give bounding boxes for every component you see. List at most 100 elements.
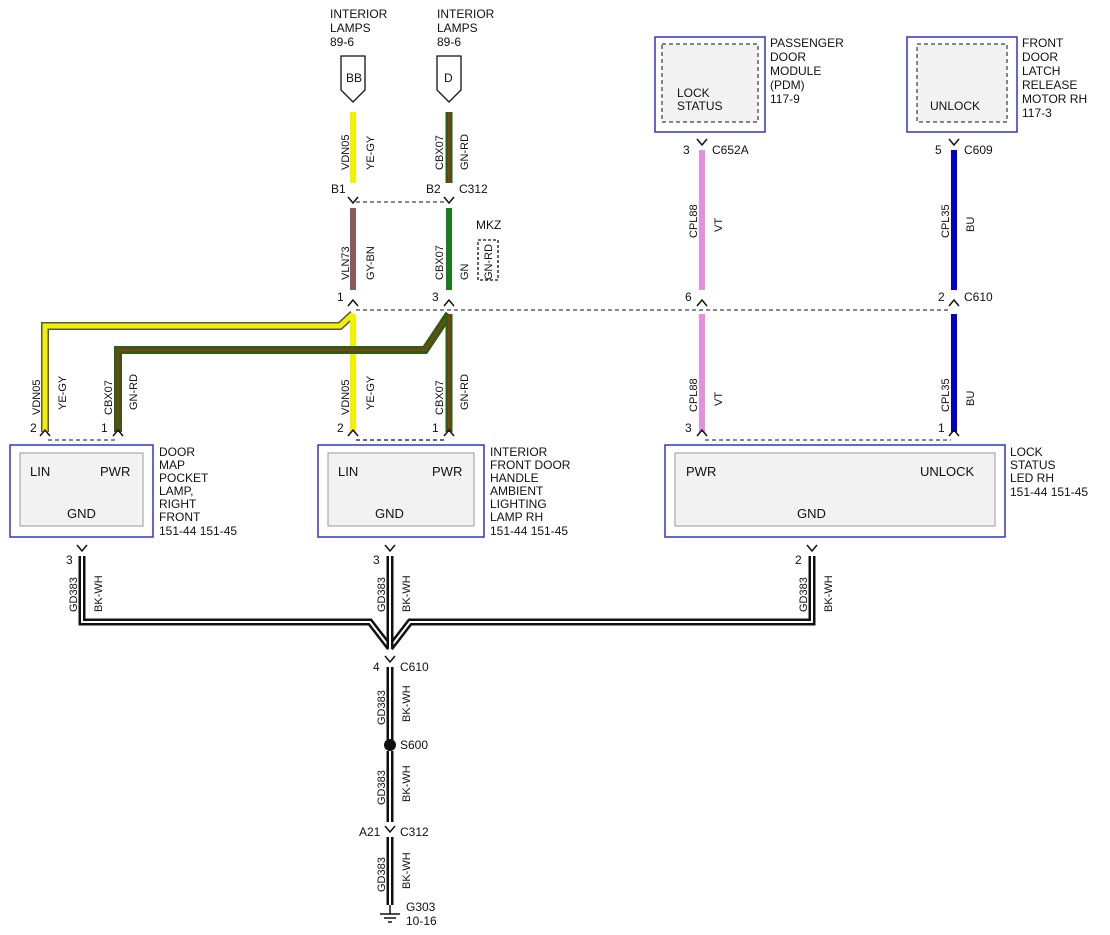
door-map-lin: LIN: [30, 464, 50, 479]
label-vt-top: VT: [713, 218, 725, 232]
door-map-pwr: PWR: [100, 464, 130, 479]
label-bu-top: BU: [965, 217, 977, 232]
c312-b1-fork: [347, 196, 359, 205]
door-map-label-1: DOOR: [159, 445, 195, 459]
wire-cbx07-left-outer: [114, 311, 453, 432]
pdm-label-4: (PDM): [770, 78, 805, 92]
pin-left-gnd: 3: [66, 553, 73, 567]
interior-lamps-right-line1: INTERIOR: [437, 7, 495, 21]
handle-lin: LIN: [338, 464, 358, 479]
pin-ground-4: 4: [373, 660, 380, 674]
latch-label-6: 117-3: [1022, 106, 1052, 120]
label-gd383-center: GD383: [376, 577, 388, 612]
pin-b2: B2: [426, 182, 441, 196]
label-gnrd-mkz: GN-RD: [483, 244, 495, 280]
label-cpl35-bottom: CPL35: [940, 378, 952, 412]
door-map-inner: [19, 452, 144, 527]
latch-label-2: DOOR: [1022, 50, 1058, 64]
pin-c609-5: 5: [935, 143, 942, 157]
label-gnrd-center: GN-RD: [459, 374, 471, 410]
door-map-gnd: GND: [67, 506, 96, 521]
label-bkwh-left: BK-WH: [93, 575, 105, 612]
interior-lamps-right-line2: LAMPS: [437, 21, 478, 35]
connector-c652a: C652A: [712, 143, 749, 157]
pdm-label-3: MODULE: [770, 64, 821, 78]
latch-label-4: RELEASE: [1022, 78, 1077, 92]
pin-center-lin: 2: [337, 421, 344, 435]
c610-fork-6: [696, 298, 708, 307]
label-yegy-top: YE-GY: [365, 135, 377, 170]
connector-bb-shape: [340, 55, 366, 103]
latch-inner-line1: UNLOCK: [930, 99, 980, 113]
fork-center-pwr: [443, 428, 455, 437]
pin-c652a-3: 3: [683, 143, 690, 157]
c312-b2-fork: [443, 196, 455, 205]
fork-led-unlock: [948, 428, 960, 437]
interior-lamps-left-line3: 89-6: [330, 35, 354, 49]
pin-c610-1: 1: [337, 290, 344, 304]
door-map-label-5: RIGHT: [159, 497, 197, 511]
pin-left-pwr: 1: [101, 421, 108, 435]
pdm-label-2: DOOR: [770, 50, 806, 64]
label-ground-ref: 10-16: [406, 914, 437, 928]
door-map-label-6: FRONT: [159, 510, 201, 524]
pdm-label-5: 117-9: [770, 92, 800, 106]
label-vdn05-center: VDN05: [340, 380, 352, 415]
fork-led-pwr: [696, 428, 708, 437]
connector-c609: C609: [964, 143, 993, 157]
pin-center-gnd: 3: [373, 553, 380, 567]
led-label-3: LED RH: [1010, 471, 1054, 485]
fork-center-gnd: [384, 544, 396, 553]
upper-wires: [350, 112, 957, 290]
interior-lamps-right-line3: 89-6: [437, 35, 461, 49]
c610-fork-3: [443, 298, 455, 307]
interior-lamps-connector-bb: INTERIOR LAMPS 89-6 BB: [330, 7, 388, 103]
handle-label-6: LAMP RH: [490, 510, 543, 524]
label-vdn05-left: VDN05: [31, 380, 43, 415]
connector-d-shape: [436, 55, 462, 103]
handle-label-4: AMBIENT: [490, 484, 544, 498]
handle-label-1: INTERIOR: [490, 445, 548, 459]
c652a-fork: [696, 138, 708, 147]
pdm-inner: [661, 43, 759, 123]
ground-symbol-icon: [380, 905, 400, 923]
splice-s600: [384, 739, 396, 751]
handle-label-3: HANDLE: [490, 471, 539, 485]
c609-fork: [948, 138, 960, 147]
wire-vdn05-left-outline: [41, 311, 356, 432]
door-map-pocket-lamp: LIN PWR GND DOOR MAP POCKET LAMP, RIGHT …: [9, 444, 237, 538]
interior-lamps-left-line1: INTERIOR: [330, 7, 388, 21]
label-g303: G303: [406, 900, 436, 914]
pdm-label-1: PASSENGER: [770, 36, 844, 50]
handle-label-2: FRONT DOOR: [490, 458, 571, 472]
handle-inner: [327, 452, 475, 527]
latch-inner: [916, 43, 1008, 123]
label-gd383-trunk2: GD383: [376, 770, 388, 805]
label-bkwh-center: BK-WH: [401, 575, 413, 612]
wire-cbx07-left-stripe: [117, 313, 450, 432]
connector-c312-low: C312: [400, 825, 429, 839]
interior-handle-lamp: LIN PWR GND INTERIOR FRONT DOOR HANDLE A…: [317, 444, 571, 538]
label-bu-bottom: BU: [965, 391, 977, 406]
label-gd383-trunk3: GD383: [376, 857, 388, 892]
handle-label-5: LIGHTING: [490, 497, 547, 511]
interior-lamps-connector-d: INTERIOR LAMPS 89-6 D: [436, 7, 495, 103]
led-pwr: PWR: [686, 464, 716, 479]
wire-gd383-right-stripe: [389, 556, 813, 649]
label-gnrd-top: GN-RD: [459, 134, 471, 170]
pin-a21: A21: [359, 825, 381, 839]
led-label-1: LOCK: [1010, 445, 1043, 459]
fork-center-lin: [347, 428, 359, 437]
led-label-4: 151-44 151-45: [1010, 485, 1088, 499]
interior-lamps-left-line2: LAMPS: [330, 21, 371, 35]
c610-fork-2: [948, 298, 960, 307]
latch-label-3: LATCH: [1022, 64, 1060, 78]
label-cpl35-top: CPL35: [940, 204, 952, 238]
led-unlock: UNLOCK: [920, 464, 975, 479]
pin-led-pwr: 3: [685, 421, 692, 435]
pin-led-gnd: 2: [795, 553, 802, 567]
pin-c610-6: 6: [685, 290, 692, 304]
pin-center-pwr: 1: [432, 421, 439, 435]
led-label-2: STATUS: [1010, 458, 1056, 472]
label-bkwh-right: BK-WH: [823, 575, 835, 612]
